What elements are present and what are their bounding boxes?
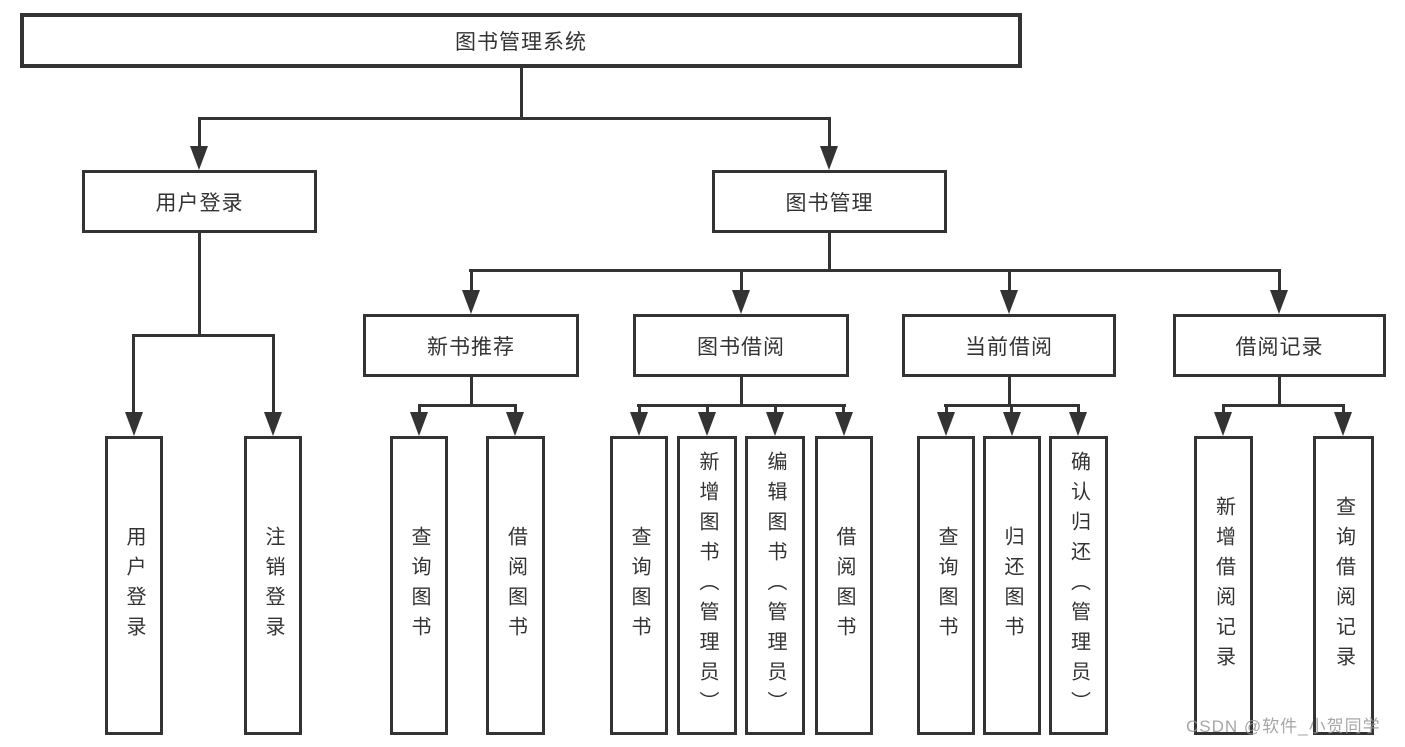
connector-drop-book-borrow — [740, 269, 743, 292]
connector-drop-borrow-records — [1278, 269, 1281, 292]
arrowhead-new-book — [462, 290, 480, 314]
leaf-records-query-label: 查询借阅记录 — [1332, 495, 1355, 676]
arrowhead-nb-query — [410, 412, 428, 436]
leaf-borrow-edit-admin: 编辑图书（管理员） — [745, 436, 805, 735]
arrowhead-bb-edit — [766, 412, 784, 436]
connector-book-borrow-branch — [637, 404, 846, 407]
csdn-watermark: CSDN @软件_小贺同学 — [1186, 717, 1381, 736]
leaf-borrow-add-admin: 新增图书（管理员） — [677, 436, 737, 735]
node-current-borrowing-label: 当前借阅 — [965, 335, 1053, 359]
connector-borrow-records-stem — [1278, 377, 1281, 407]
leaf-records-add-label: 新增借阅记录 — [1212, 495, 1235, 676]
leaf-newbook-query: 查询图书 — [390, 436, 448, 735]
connector-drop-user-login — [198, 117, 201, 150]
leaf-current-return: 归还图书 — [983, 436, 1041, 735]
leaf-logout: 注销登录 — [244, 436, 302, 735]
leaf-user-login-label: 用户登录 — [123, 525, 145, 646]
leaf-user-login: 用户登录 — [105, 436, 163, 735]
node-root-system: 图书管理系统 — [20, 13, 1022, 68]
leaf-borrow-query-label: 查询图书 — [628, 525, 650, 646]
arrowhead-bb-query — [630, 412, 648, 436]
connector-drop-new-book — [470, 269, 473, 292]
connector-user-login-stem — [198, 233, 201, 337]
connector-drop-leaf-logout — [272, 334, 275, 414]
connector-drop-book-mgmt — [828, 117, 831, 150]
node-borrowing-records-label: 借阅记录 — [1235, 335, 1324, 359]
leaf-newbook-borrow: 借阅图书 — [486, 436, 545, 735]
leaf-borrow-edit-admin-label: 编辑图书（管理员） — [764, 450, 786, 721]
node-root-system-label: 图书管理系统 — [455, 30, 587, 54]
node-book-borrowing-label: 图书借阅 — [697, 335, 785, 359]
node-user-login-label: 用户登录 — [155, 191, 244, 215]
arrowhead-br-add — [1214, 412, 1232, 436]
leaf-current-confirm-admin-label: 确认归还（管理员） — [1067, 450, 1090, 721]
leaf-newbook-query-label: 查询图书 — [408, 525, 430, 646]
leaf-current-query: 查询图书 — [917, 436, 975, 735]
connector-drop-bb-add — [706, 404, 709, 416]
leaf-borrow-add-admin-label: 新增图书（管理员） — [696, 450, 718, 721]
arrowhead-bb-borrow — [835, 412, 853, 436]
leaf-current-confirm-admin: 确认归还（管理员） — [1049, 436, 1108, 735]
arrowhead-cb-return — [1003, 412, 1021, 436]
connector-drop-cb-query — [945, 404, 948, 416]
connector-borrow-records-branch — [1222, 404, 1345, 407]
leaf-logout-label: 注销登录 — [262, 525, 284, 646]
arrowhead-leaf-login — [125, 412, 143, 436]
leaf-current-return-label: 归还图书 — [1001, 525, 1023, 646]
connector-drop-bb-query — [638, 404, 641, 416]
connector-drop-current-borrow — [1008, 269, 1011, 292]
connector-book-borrow-stem — [740, 377, 743, 407]
node-new-book-recommend-label: 新书推荐 — [427, 335, 515, 359]
connector-book-mgmt-stem — [828, 233, 831, 272]
node-new-book-recommend: 新书推荐 — [363, 314, 579, 377]
connector-drop-nb-query — [418, 404, 421, 416]
arrowhead-book-mgmt — [820, 146, 838, 170]
connector-drop-br-add — [1222, 404, 1225, 416]
connector-current-borrow-stem — [1008, 377, 1011, 407]
node-book-management-label: 图书管理 — [785, 191, 874, 215]
arrowhead-user-login — [190, 146, 208, 170]
connector-drop-bb-borrow — [842, 404, 845, 416]
leaf-newbook-borrow-label: 借阅图书 — [504, 525, 527, 646]
arrowhead-cb-query — [937, 412, 955, 436]
node-user-login: 用户登录 — [82, 170, 317, 233]
leaf-borrow-query: 查询图书 — [610, 436, 668, 735]
connector-level2-branch — [198, 117, 831, 120]
leaf-records-query: 查询借阅记录 — [1313, 436, 1374, 735]
node-current-borrowing: 当前借阅 — [902, 314, 1116, 377]
connector-root-stem — [520, 68, 523, 120]
node-book-borrowing: 图书借阅 — [633, 314, 849, 377]
connector-drop-nb-borrow — [514, 404, 517, 416]
connector-drop-br-query — [1342, 404, 1345, 416]
connector-user-login-branch — [132, 334, 275, 337]
connector-drop-cb-return — [1010, 404, 1013, 416]
leaf-records-add: 新增借阅记录 — [1194, 436, 1253, 735]
connector-drop-leaf-login — [132, 334, 135, 414]
connector-new-book-branch — [418, 404, 517, 407]
connector-drop-cb-confirm — [1077, 404, 1080, 416]
leaf-borrow-borrow-label: 借阅图书 — [833, 525, 855, 646]
node-borrowing-records: 借阅记录 — [1173, 314, 1386, 377]
node-book-management: 图书管理 — [712, 170, 947, 233]
arrowhead-borrow-records — [1270, 290, 1288, 314]
leaf-borrow-borrow: 借阅图书 — [815, 436, 873, 735]
arrowhead-bb-add — [698, 412, 716, 436]
arrowhead-br-query — [1334, 412, 1352, 436]
connector-level3-branch — [469, 269, 1281, 272]
arrowhead-book-borrow — [732, 290, 750, 314]
arrowhead-cb-confirm — [1069, 412, 1087, 436]
arrowhead-leaf-logout — [264, 412, 282, 436]
connector-new-book-stem — [470, 377, 473, 407]
leaf-current-query-label: 查询图书 — [935, 525, 957, 646]
arrowhead-nb-borrow — [506, 412, 524, 436]
connector-drop-bb-edit — [774, 404, 777, 416]
arrowhead-current-borrow — [1000, 290, 1018, 314]
